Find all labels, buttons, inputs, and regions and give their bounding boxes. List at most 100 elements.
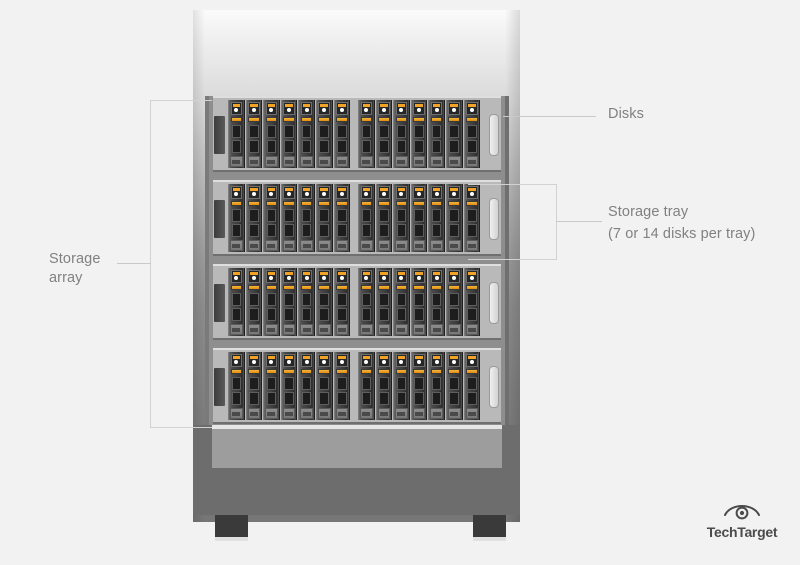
disk-drive[interactable] [245, 352, 263, 420]
tray-right-handle[interactable] [489, 282, 499, 324]
disk-drive[interactable] [228, 352, 245, 420]
disk-drive[interactable] [463, 268, 481, 336]
disk-drive[interactable] [315, 352, 333, 420]
disk-amber-strip [320, 188, 329, 191]
disk-drive[interactable] [428, 184, 445, 252]
disk-drive[interactable] [228, 268, 245, 336]
disk-amber-strip [380, 272, 388, 275]
disk-drive[interactable] [245, 268, 263, 336]
disk-drive[interactable] [333, 100, 351, 168]
tray-right-handle[interactable] [489, 366, 499, 408]
disk-drive[interactable] [445, 268, 463, 336]
disk-label-plate [247, 156, 261, 167]
disk-drive[interactable] [358, 352, 375, 420]
disk-drive[interactable] [263, 352, 280, 420]
tray-left-handle[interactable] [214, 200, 225, 238]
disk-drive[interactable] [280, 100, 298, 168]
disk-label-marks [320, 328, 329, 332]
disk-vent-slot [301, 377, 312, 390]
disk-drive[interactable] [280, 352, 298, 420]
disk-drive[interactable] [315, 100, 333, 168]
disk-drive[interactable] [445, 184, 463, 252]
disk-drive[interactable] [315, 268, 333, 336]
disk-drive[interactable] [463, 100, 481, 168]
disk-drive[interactable] [245, 184, 263, 252]
disk-drive[interactable] [410, 184, 428, 252]
disk-drive[interactable] [375, 352, 393, 420]
disk-drive[interactable] [315, 184, 333, 252]
disk-drive[interactable] [410, 352, 428, 420]
disk-drive[interactable] [375, 184, 393, 252]
disk-status-led-icon [322, 192, 327, 196]
disk-drive[interactable] [333, 184, 351, 252]
disk-drive[interactable] [263, 184, 280, 252]
disk-drive[interactable] [280, 184, 298, 252]
disk-vent-slot [361, 140, 372, 153]
disk-status-led-icon [251, 276, 256, 280]
disks-callout-label: Disks [608, 106, 644, 122]
disk-drive[interactable] [245, 100, 263, 168]
disk-drive[interactable] [410, 100, 428, 168]
bay-left-edge [205, 96, 209, 432]
storage-tray[interactable] [213, 348, 501, 424]
disk-drive[interactable] [333, 268, 351, 336]
disk-status-led-icon [417, 108, 422, 112]
disk-drive[interactable] [463, 184, 481, 252]
disk-drive[interactable] [280, 268, 298, 336]
disk-vent-slot [337, 224, 347, 237]
disk-drive[interactable] [375, 100, 393, 168]
disk-drive[interactable] [298, 184, 315, 252]
disk-label-plate [360, 324, 373, 335]
disk-vent-slot [379, 293, 389, 306]
disk-vent-slot [361, 308, 372, 321]
disk-label-marks [432, 160, 441, 164]
disk-drive[interactable] [428, 352, 445, 420]
disk-top-bezel [413, 186, 425, 199]
disk-drive[interactable] [393, 268, 410, 336]
disk-status-led-icon [269, 192, 274, 196]
disk-drive[interactable] [393, 184, 410, 252]
tray-right-handle[interactable] [489, 198, 499, 240]
storage-tray[interactable] [213, 264, 501, 340]
disk-drive[interactable] [463, 352, 481, 420]
disk-top-bezel [318, 354, 331, 367]
storage-tray[interactable] [213, 180, 501, 256]
tray-right-handle[interactable] [489, 114, 499, 156]
tray-left-handle[interactable] [214, 368, 225, 406]
disk-label-plate [447, 240, 461, 251]
disk-drive[interactable] [228, 184, 245, 252]
disk-drive[interactable] [445, 352, 463, 420]
disk-drive[interactable] [358, 268, 375, 336]
disk-latch-bar [395, 201, 408, 206]
disk-latch-bar [430, 117, 443, 122]
disk-drive[interactable] [333, 352, 351, 420]
tray-left-handle[interactable] [214, 116, 225, 154]
disk-drive[interactable] [393, 352, 410, 420]
disk-amber-strip [415, 104, 423, 107]
disk-drive[interactable] [228, 100, 245, 168]
disk-top-bezel [378, 354, 390, 367]
disk-drive[interactable] [298, 100, 315, 168]
disk-drive[interactable] [428, 100, 445, 168]
disk-drive[interactable] [445, 100, 463, 168]
disk-drive[interactable] [263, 100, 280, 168]
disk-drive[interactable] [428, 268, 445, 336]
disk-status-led-icon [287, 276, 292, 280]
disk-drive[interactable] [358, 100, 375, 168]
disk-drive[interactable] [298, 352, 315, 420]
disk-drive[interactable] [393, 100, 410, 168]
disk-drive[interactable] [410, 268, 428, 336]
disk-status-led-icon [339, 360, 344, 364]
disk-drive[interactable] [375, 268, 393, 336]
tray-left-handle[interactable] [214, 284, 225, 322]
disk-drive[interactable] [263, 268, 280, 336]
disk-drive[interactable] [358, 184, 375, 252]
storage-tray[interactable] [213, 96, 501, 172]
disk-drive[interactable] [298, 268, 315, 336]
disk-label-marks [415, 328, 424, 332]
cabinet-base-panel [212, 425, 502, 468]
disk-amber-strip [450, 104, 459, 107]
disk-latch-bar [318, 369, 331, 374]
disk-amber-strip [450, 188, 459, 191]
disk-status-led-icon [304, 192, 309, 196]
